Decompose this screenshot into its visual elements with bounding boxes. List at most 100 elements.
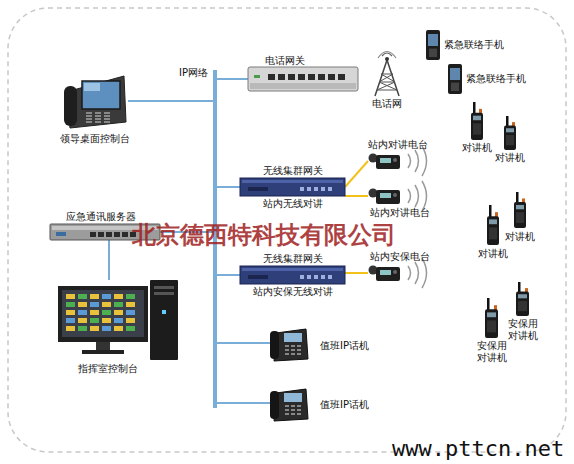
mobile-icon [426,30,440,60]
icon-part [489,219,497,224]
icon-part [114,232,120,237]
icon-part [106,232,112,237]
icon-part [307,187,311,191]
icon-part [126,294,135,299]
network-link [217,274,240,276]
icon-part [104,115,110,117]
device-node: 无线集群网关站内无线对讲 [240,178,345,196]
icon-part [114,294,123,299]
device-label: 对讲机 [462,142,492,154]
icon-part [516,192,519,204]
icon-part [274,389,308,421]
icon-part [473,123,481,134]
icon-part [328,74,335,80]
icon-part [270,391,279,419]
icon-part [84,83,100,91]
wave [408,266,411,280]
deskphone-icon [62,72,128,130]
icon-part [314,187,318,191]
device-label: 站内对讲电台 [370,207,430,219]
icon-part [102,310,111,315]
device-label: 安保用 对讲机 [506,318,539,341]
icon-part [104,118,110,120]
icon-part [248,67,358,91]
icon-part [95,118,101,120]
device-node: 安保用 对讲机 [484,298,499,338]
device-node: 紧急联络手机 [426,30,440,60]
console-icon [58,280,178,360]
handheld-icon [484,298,499,338]
icon-part [376,267,400,281]
icon-part [318,74,325,80]
icon-part [297,413,301,415]
device-label: 值班IP话机 [320,399,369,411]
wave [422,258,427,288]
icon-part [66,302,75,307]
icon-part [429,49,437,57]
device-label: 站内安保电台 [370,251,430,263]
icon-part [393,270,397,274]
icon-part [66,318,75,323]
icon-part [321,187,325,191]
icon-part [450,68,460,80]
icon-part [308,74,315,80]
icon-part [90,310,99,315]
icon-part [393,158,397,162]
mobile-icon [448,64,462,94]
device-node: 紧急联络手机 [448,64,462,94]
icon-part [242,180,343,183]
device-label: 无线集群网关 [263,165,323,177]
device-label: 对讲机 [495,152,525,164]
icon-part [504,126,516,150]
icon-part [291,345,295,347]
icon-part [240,178,345,196]
icon-part [268,74,275,80]
device-node: 对讲机 [503,116,517,150]
device-node: 值班IP话机 [270,325,308,361]
icon-part [95,115,101,117]
icon-part [518,294,527,298]
icon-part [78,302,87,307]
icon-part [285,345,289,347]
icon-part [284,333,302,342]
icon-part [288,74,295,80]
icon-part [514,202,526,228]
icon-part [448,64,462,94]
icon-part [380,158,391,163]
icon-part [66,326,75,331]
wave [422,181,427,211]
icon-part [104,112,110,114]
device-label: 电话网 [372,98,402,110]
wave [415,185,419,207]
device-node: 安保用 对讲机 [515,282,530,316]
icon-part [297,345,301,347]
icon-part [285,353,289,355]
device-label: 指挥室控制台 [78,363,138,375]
icon-part [114,326,123,331]
network-link [217,402,270,404]
icon-part [250,83,356,89]
icon-part [291,353,295,355]
device-label: 站内安保无线对讲 [253,286,333,298]
network-link [217,342,270,344]
icon-part [506,128,514,132]
icon-part [122,232,128,237]
icon-part [62,290,144,337]
handheld-icon [470,102,484,140]
icon-part [126,326,135,331]
icon-part [471,113,483,140]
handheld-icon [486,205,500,245]
icon-part [291,405,295,407]
icon-part [102,294,111,299]
network-link [128,100,213,102]
device-node: 对讲机 [486,205,500,245]
device-label: 无线集群网关 [263,253,323,265]
website-url: www.pttcn.net [392,438,564,460]
icon-part [506,116,509,127]
icon-part [98,232,104,237]
network-link [345,195,368,197]
device-node: 电话网 [372,50,402,96]
network-link [345,161,368,187]
icon-part [377,74,397,90]
